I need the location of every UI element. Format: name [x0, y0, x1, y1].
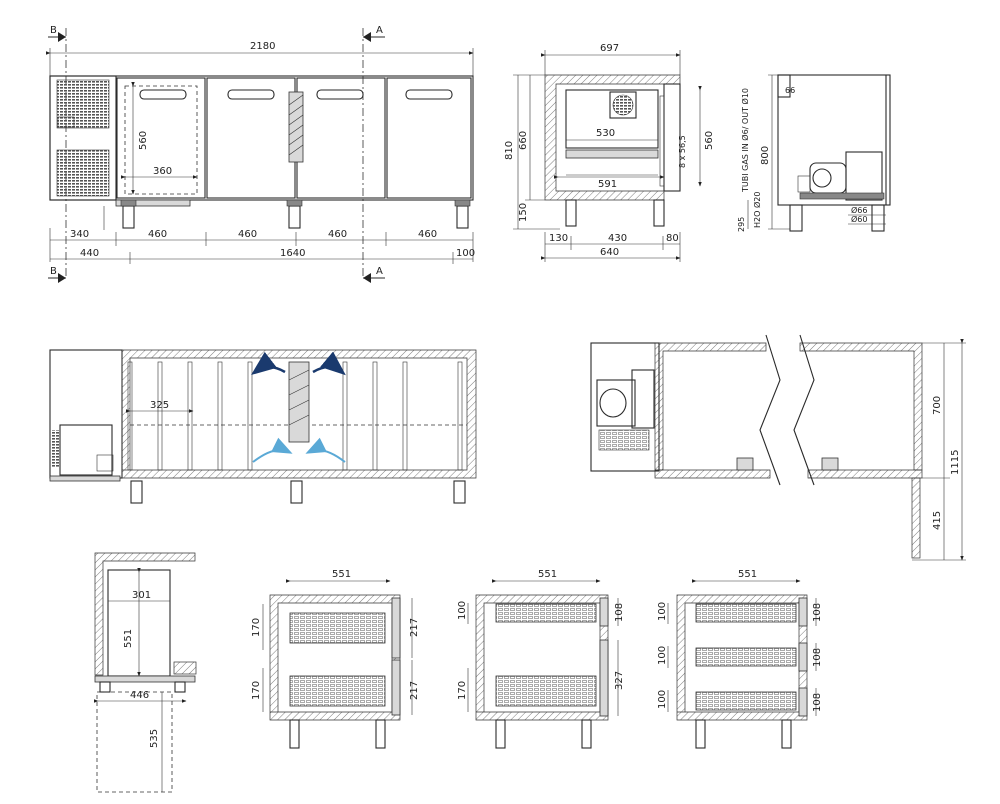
- dim-open-415: 415: [932, 511, 943, 530]
- shelf-rails: [127, 361, 463, 471]
- dim-side-80: 80: [666, 233, 679, 244]
- dim-overall-width: 2180: [250, 41, 275, 52]
- dim-d3-100b: 100: [657, 646, 668, 665]
- dim-d2-100: 100: [457, 601, 468, 620]
- dim-open-1115: 1115: [950, 450, 961, 475]
- dim-rear-800: 800: [760, 146, 771, 165]
- tray-detail: 301 551 446 535: [93, 552, 197, 793]
- dim-door-width: 360: [153, 166, 172, 177]
- rear-view: 800 TUBI GAS IN Ø6/ OUT Ø10 H2O Ø20 295 …: [737, 74, 891, 232]
- dim-plan-325: 325: [150, 400, 169, 411]
- dim-rear-d60: Ø60: [851, 214, 867, 224]
- drawer-config-1: 551 170 170 217 217: [251, 569, 420, 749]
- dim-side-130: 130: [549, 233, 568, 244]
- dim-d1-551: 551: [332, 569, 351, 580]
- dim-bottom-460-2: 460: [238, 229, 257, 240]
- dim-bottom-100: 100: [456, 248, 475, 259]
- dim-bottom-460-4: 460: [418, 229, 437, 240]
- dim-d2-108: 108: [614, 603, 625, 622]
- dim-d3-108a: 108: [812, 603, 823, 622]
- section-label-a-bottom: A: [376, 266, 383, 277]
- dim-tray-301: 301: [132, 590, 151, 601]
- dim-side-560: 560: [704, 131, 715, 150]
- dim-d1-170a: 170: [251, 618, 262, 637]
- drawer-config-2: 551 100 170 108 327: [457, 569, 625, 749]
- dim-d1-217b: 217: [409, 681, 420, 700]
- plan-section: 325: [49, 349, 477, 504]
- rear-h2o-label: H2O Ø20: [752, 192, 762, 228]
- dim-side-640: 640: [600, 247, 619, 258]
- dim-d3-108c: 108: [812, 693, 823, 712]
- rear-pipes-label: TUBI GAS IN Ø6/ OUT Ø10: [740, 88, 750, 193]
- dim-d3-108b: 108: [812, 648, 823, 667]
- dim-591: 591: [598, 179, 617, 190]
- dim-side-810: 810: [504, 141, 515, 160]
- dim-d3-100a: 100: [657, 602, 668, 621]
- open-section-view: 700 415 1115: [590, 334, 966, 561]
- dim-tray-535: 535: [149, 729, 160, 748]
- dim-open-700: 700: [932, 396, 943, 415]
- dim-rear-66: 66: [785, 86, 795, 95]
- dim-side-width: 697: [600, 43, 619, 54]
- dim-side-150: 150: [518, 203, 529, 222]
- dim-d3-100c: 100: [657, 690, 668, 709]
- dim-d1-217a: 217: [409, 618, 420, 637]
- section-label-a-top: A: [376, 25, 383, 36]
- dim-rear-d66: Ø66: [851, 205, 867, 215]
- dim-d2-170: 170: [457, 681, 468, 700]
- dim-530: 530: [596, 128, 615, 139]
- dim-bottom-1640: 1640: [280, 248, 305, 259]
- dim-side-660: 660: [518, 131, 529, 150]
- dim-d2-551: 551: [538, 569, 557, 580]
- dim-pitch: 8 x 56,5: [678, 135, 687, 168]
- dim-d2-327: 327: [614, 671, 625, 690]
- dim-bottom-460-3: 460: [328, 229, 347, 240]
- dim-tray-446: 446: [130, 690, 149, 701]
- section-label-b-top: B: [50, 25, 57, 36]
- dim-d1-170b: 170: [251, 681, 262, 700]
- dim-rear-295: 295: [737, 217, 746, 232]
- drawer-config-3: 551 100 100 100 108 108 108: [657, 569, 823, 749]
- front-elevation: B A B A 2180 560 36: [45, 25, 475, 283]
- section-label-b-bottom: B: [50, 266, 57, 277]
- dim-bottom-440: 440: [80, 248, 99, 259]
- dim-door-height: 560: [138, 131, 149, 150]
- dim-bottom-460-1: 460: [148, 229, 167, 240]
- dim-bottom-340: 340: [70, 229, 89, 240]
- dim-d3-551: 551: [738, 569, 757, 580]
- dim-tray-551: 551: [123, 629, 134, 648]
- side-section: 697 530 591 8 x 56,5 560 810 660 150: [504, 43, 715, 262]
- dim-side-430: 430: [608, 233, 627, 244]
